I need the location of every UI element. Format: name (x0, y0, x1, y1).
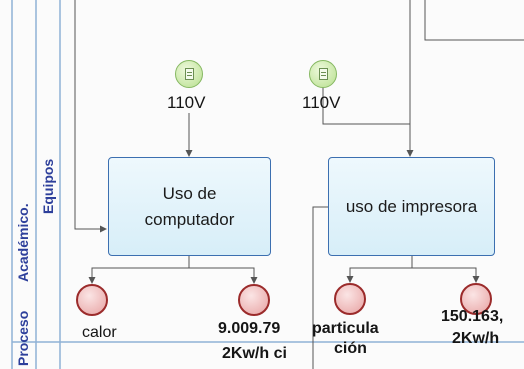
flow-impresora-left (312, 206, 328, 369)
output-label-consumo-impresora-line1: 150.163, (441, 308, 504, 325)
input-label-impresora: 110V (302, 93, 341, 112)
lane-label-proceso: Proceso (15, 310, 31, 366)
output-event-calor-icon[interactable] (76, 284, 108, 316)
lane-borders (11, 0, 524, 369)
flow-computador-calor (88, 256, 190, 284)
task-label-impresora: uso de impresora (345, 196, 478, 216)
output-event-particulacion-icon[interactable] (334, 283, 366, 315)
lane-label-academico: Académico. (15, 203, 31, 282)
flow-impresora-consumo (412, 267, 480, 283)
output-label-particula-line2: ción (334, 340, 367, 357)
input-label-computador: 110V (167, 93, 206, 112)
output-label-consumo-computador-line2: 2Kw/h ci (222, 345, 287, 362)
flow-computador-consumo (189, 267, 258, 284)
output-label-consumo-computador-line1: 9.009.79 (218, 320, 281, 337)
task-uso-de-impresora[interactable]: uso de impresora (328, 157, 495, 256)
flow-to-computador-side (74, 0, 107, 233)
document-icon (185, 68, 194, 80)
output-label-consumo-impresora-line2: 2Kw/h (452, 330, 500, 347)
flow-input-impresora (322, 86, 414, 157)
output-label-particula-line1: particula (312, 320, 379, 337)
output-label-calor: calor (82, 324, 117, 341)
input-event-computador-icon[interactable] (175, 60, 203, 88)
flow-impresora-particula (346, 256, 413, 283)
flow-top-right-b (424, 0, 524, 41)
document-icon (319, 68, 328, 80)
sequence-flows (74, 0, 524, 369)
lane-label-equipos: Equipos (40, 158, 56, 214)
task-uso-de-computador[interactable]: Uso de computador (108, 157, 271, 256)
task-label-computador: Uso de computador (144, 183, 235, 229)
output-event-consumo-impresora-icon[interactable] (460, 283, 492, 315)
output-event-consumo-computador-icon[interactable] (238, 284, 270, 316)
input-event-impresora-icon[interactable] (309, 60, 337, 88)
